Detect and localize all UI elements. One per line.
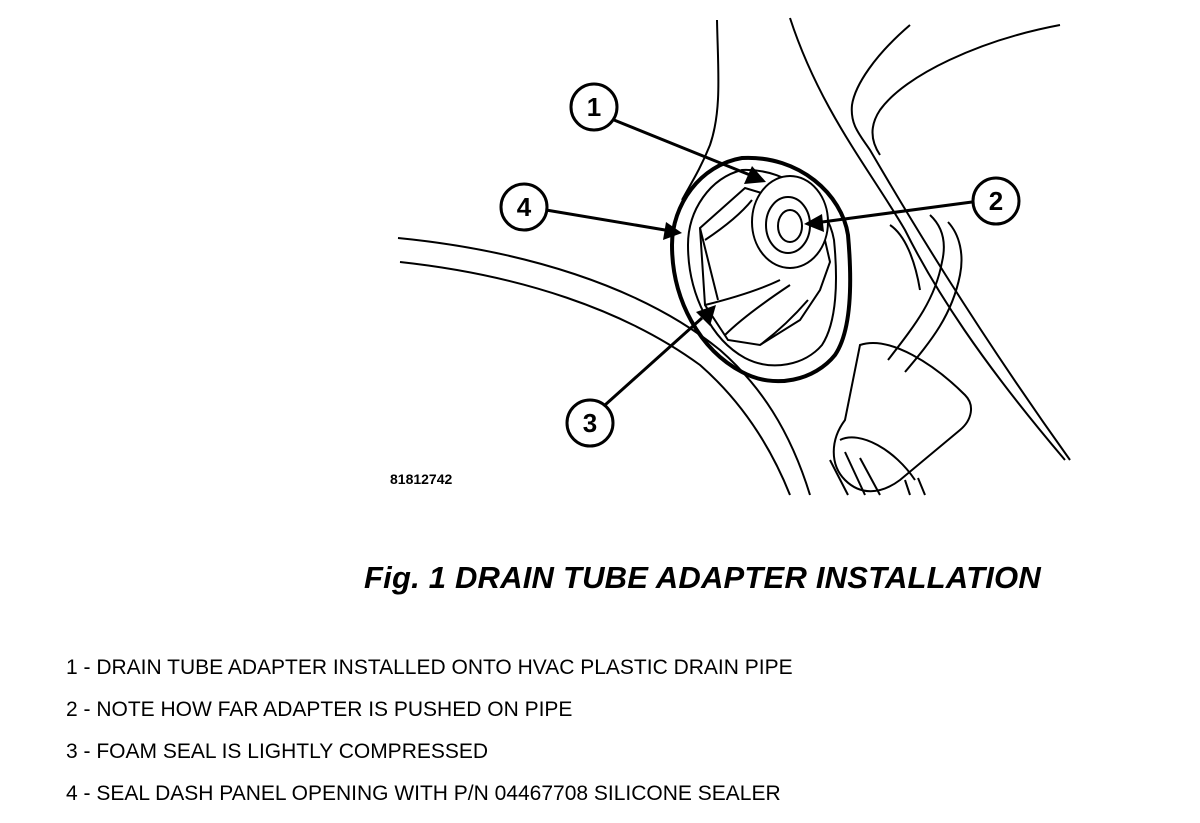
callout-1: 1 [569, 82, 619, 132]
callouts: 1 2 3 4 [499, 82, 1021, 448]
callout-number: 1 [587, 92, 601, 122]
figure-id: 81812742 [390, 471, 453, 487]
legend-item: 4 - SEAL DASH PANEL OPENING WITH P/N 044… [66, 782, 781, 805]
legend-item: 2 - NOTE HOW FAR ADAPTER IS PUSHED ON PI… [66, 698, 573, 721]
callout-2: 2 [971, 176, 1021, 226]
callout-number: 3 [583, 408, 597, 438]
callout-4: 4 [499, 182, 549, 232]
leader-arrow-3 [603, 305, 716, 407]
leader-arrow-4 [545, 208, 682, 240]
leader-arrow-2 [804, 200, 973, 232]
dash-panel-outline [397, 17, 1071, 496]
leader-arrows [545, 118, 973, 407]
drain-tube-adapter-illustration: 1 2 3 4 81812742 [390, 17, 1071, 496]
callout-3: 3 [565, 398, 615, 448]
ac-line-fitting [829, 214, 972, 496]
legend-list: 1 - DRAIN TUBE ADAPTER INSTALLED ONTO HV… [66, 655, 793, 823]
leader-arrow-1 [613, 118, 766, 184]
callout-number: 4 [517, 192, 532, 222]
legend-item: 1 - DRAIN TUBE ADAPTER INSTALLED ONTO HV… [66, 656, 793, 679]
hvac-drain-pipe [704, 175, 829, 269]
callout-number: 2 [989, 186, 1003, 216]
figure-caption: Fig. 1 DRAIN TUBE ADAPTER INSTALLATION [364, 560, 1041, 595]
legend-item: 3 - FOAM SEAL IS LIGHTLY COMPRESSED [66, 740, 489, 763]
